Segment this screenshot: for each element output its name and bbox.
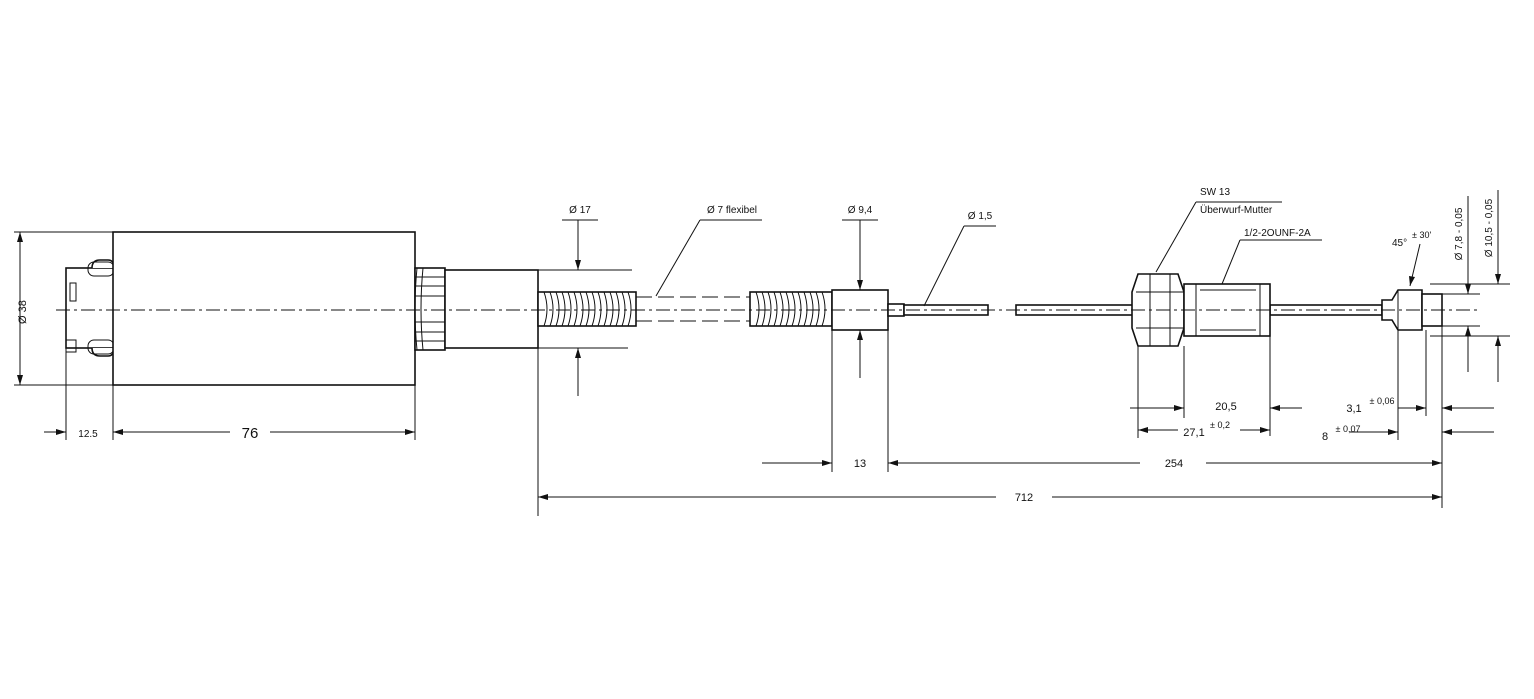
label-dia-17: Ø 17 [569,205,591,216]
label-dia-38: Ø 38 [17,300,29,324]
housing-ridges [414,267,446,351]
label-len-8: 8 [1322,431,1328,443]
label-len-12-5: 12.5 [78,429,98,440]
label-dia-7: Ø 7 flexibel [707,205,757,216]
label-angle: 45° [1392,238,1407,249]
dim-12-5-76: 12.5 76 [44,352,416,442]
label-nut: Überwurf-Mutter [1200,204,1273,216]
label-tol-8: ± 0,07 [1336,424,1361,434]
label-len-254: 254 [1165,458,1183,470]
label-sw-13: SW 13 [1200,187,1230,198]
dim-angle: 45° ± 30' [1392,230,1431,287]
housing-body [112,231,416,386]
dim-712: 712 [537,348,1442,516]
dim-20-5: 20,5 [1130,336,1302,436]
dim-thread: 1/2-2OUNF-2A [1221,228,1322,285]
label-len-27-1: 27,1 [1183,427,1204,439]
dim-dia-9-4: Ø 9,4 [842,205,878,378]
dim-dia-17: Ø 17 [538,205,632,396]
dim-dia-7: Ø 7 flexibel [655,205,762,297]
label-tol-27-1: ± 0,2 [1210,420,1230,430]
label-len-76: 76 [242,425,259,442]
label-len-712: 712 [1015,492,1033,504]
label-dia-1-5: Ø 1,5 [968,211,993,222]
cable-sleeve [444,269,539,349]
dim-dia-1-5: Ø 1,5 [923,211,996,307]
dim-dia-7-8: Ø 7,8 - 0,05 [1442,196,1480,372]
dim-3-1: 3,1 ± 0,06 [1346,326,1494,416]
label-dia-7-8: Ø 7,8 - 0,05 [1454,207,1465,260]
label-tol-3-1: ± 0,06 [1370,396,1395,406]
dim-sw-13: SW 13 Überwurf-Mutter [1155,187,1282,273]
label-len-3-1: 3,1 [1346,403,1361,415]
label-dia-10-5: Ø 10,5 - 0,05 [1484,198,1495,257]
label-dia-9-4: Ø 9,4 [848,205,873,216]
dim-27-1: 27,1 ± 0,2 [1137,346,1270,439]
dim-13-254: 13 254 [762,330,1443,508]
label-len-20-5: 20,5 [1215,401,1236,413]
label-angle-tol: ± 30' [1412,230,1431,240]
label-len-13: 13 [854,458,866,470]
label-thread: 1/2-2OUNF-2A [1244,228,1311,239]
flexible-cable [537,291,833,327]
dim-dia-10-5: Ø 10,5 - 0,05 [1430,190,1510,382]
dim-8: 8 ± 0,07 [1322,330,1494,443]
connector [65,259,115,357]
dim-dia-38: Ø 38 [14,231,113,386]
